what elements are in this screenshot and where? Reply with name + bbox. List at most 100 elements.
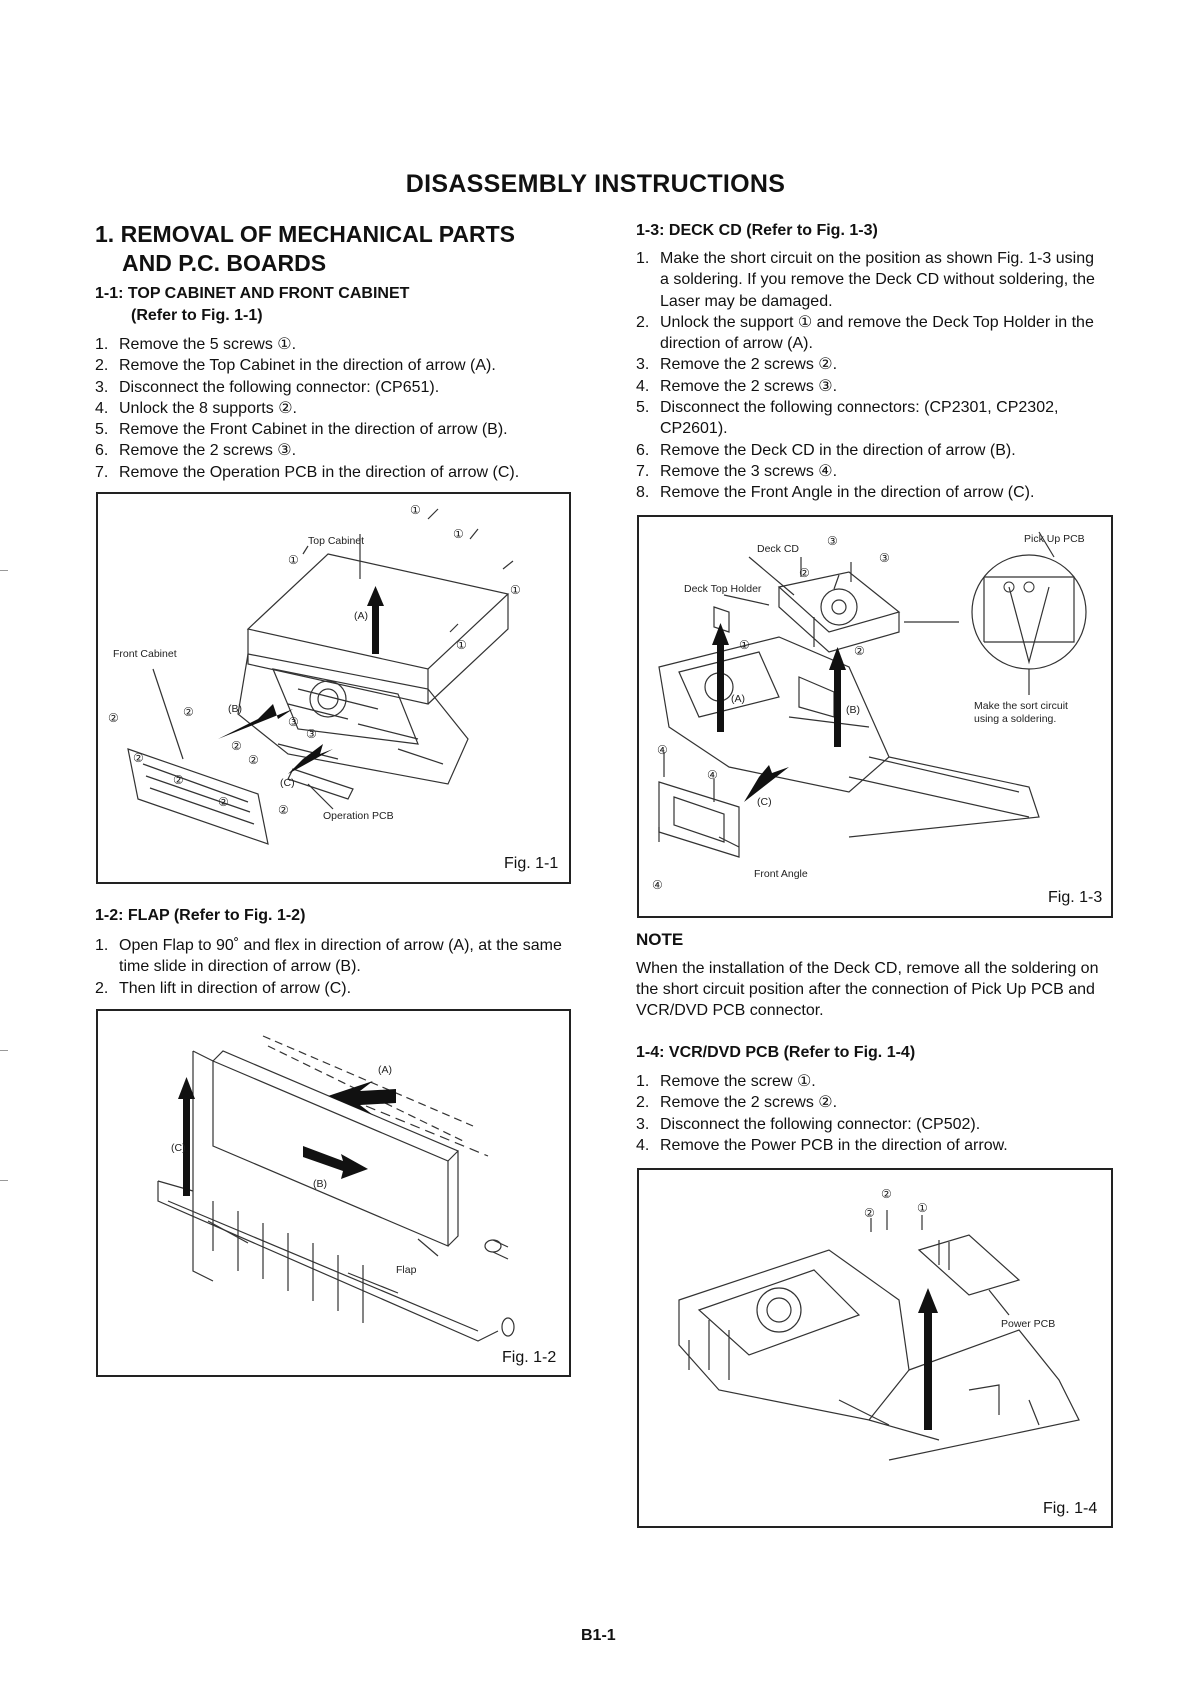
- callout-support-2: ②: [231, 739, 242, 753]
- label-deck-top-holder: Deck Top Holder: [684, 583, 762, 595]
- step-item: 4.Unlock the 8 supports ②.: [95, 399, 297, 417]
- figure-1-2-label: Fig. 1-2: [502, 1349, 557, 1366]
- callout-screw-2: ②: [799, 566, 810, 580]
- step-item: 2.Remove the Top Cabinet in the directio…: [95, 357, 496, 375]
- callout-support-2: ②: [248, 753, 259, 767]
- figure-1-1-drawing: Top Cabinet Front Cabinet Operation PCB …: [108, 503, 521, 845]
- callout-support-2: ②: [133, 751, 144, 765]
- label-arrow-c: (C): [171, 1142, 186, 1154]
- figure-1-1: Top Cabinet Front Cabinet Operation PCB …: [96, 492, 571, 884]
- margin-mark: [0, 1050, 8, 1051]
- section-title-line2: AND P.C. BOARDS: [122, 250, 327, 276]
- label-short-note-line2: using a soldering.: [974, 713, 1056, 725]
- margin-mark: [0, 1180, 8, 1181]
- steps-1-4: 1.Remove the screw ①. 2.Remove the 2 scr…: [636, 1071, 1106, 1156]
- label-arrow-c: (C): [757, 796, 772, 808]
- step-item: 2.Then lift in direction of arrow (C).: [95, 979, 352, 997]
- label-pick-up-pcb: Pick Up PCB: [1024, 533, 1085, 545]
- callout-screw-4: ④: [652, 878, 663, 892]
- section-title-line1: REMOVAL OF MECHANICAL PARTS: [120, 221, 515, 247]
- callout-screw-3: ③: [306, 727, 317, 741]
- callout-support-2: ②: [183, 705, 194, 719]
- section-number: 1.: [95, 221, 115, 247]
- callout-screw-4: ④: [707, 768, 718, 782]
- page-title: DISASSEMBLY INSTRUCTIONS: [405, 170, 786, 198]
- label-top-cabinet: Top Cabinet: [308, 535, 364, 547]
- figure-1-3-label: Fig. 1-3: [1048, 889, 1103, 906]
- callout-screw-4: ④: [657, 743, 668, 757]
- figure-1-4-label: Fig. 1-4: [1043, 1500, 1098, 1517]
- step-item: 6.Remove the Deck CD in the direction of…: [636, 441, 1016, 459]
- label-arrow-b: (B): [313, 1178, 327, 1190]
- step-item: 3.Remove the 2 screws ②.: [636, 356, 838, 374]
- step-item: 1.Open Flap to 90˚ and flex in direction…: [95, 937, 562, 976]
- step-item: 3.Disconnect the following connector: (C…: [636, 1115, 981, 1133]
- page-number: B1-1: [581, 1627, 616, 1644]
- section-heading: 1. REMOVAL OF MECHANICAL PARTS: [95, 219, 515, 249]
- figure-1-4: Power PCB ① ② ② Fig. 1-4: [637, 1168, 1113, 1528]
- step-item: 1.Make the short circuit on the position…: [636, 250, 1095, 310]
- callout-screw-1: ①: [510, 583, 521, 597]
- step-item: 5.Remove the Front Cabinet in the direct…: [95, 421, 508, 439]
- label-operation-pcb: Operation PCB: [323, 810, 394, 822]
- subsection-1-3-heading: 1-3: DECK CD (Refer to Fig. 1-3): [636, 222, 878, 239]
- step-item: 4.Remove the Power PCB in the direction …: [636, 1136, 1008, 1154]
- note-heading: NOTE: [636, 930, 684, 949]
- step-item: 6.Remove the 2 screws ③.: [95, 442, 297, 460]
- callout-screw-1: ①: [456, 638, 467, 652]
- label-short-note-line1: Make the sort circuit: [974, 700, 1068, 712]
- step-item: 7.Remove the 3 screws ④.: [636, 462, 838, 480]
- figure-1-4-drawing: Power PCB ① ② ②: [678, 1187, 1080, 1461]
- step-item: 8.Remove the Front Angle in the directio…: [636, 484, 1035, 502]
- callout-screw-2: ②: [881, 1187, 892, 1201]
- callout-screw-3: ③: [879, 551, 890, 565]
- label-arrow-a: (A): [354, 610, 368, 622]
- label-arrow-a: (A): [378, 1064, 392, 1076]
- callout-screw-3: ③: [827, 534, 838, 548]
- step-item: 4.Remove the 2 screws ③.: [636, 377, 838, 395]
- figure-1-3-drawing: Pick Up PCB Deck CD Deck Top Holder Fron…: [652, 531, 1087, 892]
- figure-1-3: Pick Up PCB Deck CD Deck Top Holder Fron…: [637, 515, 1113, 918]
- callout-screw-2: ②: [854, 644, 865, 658]
- note-text: When the installation of the Deck CD, re…: [636, 960, 1099, 1019]
- callout-screw-1: ①: [453, 527, 464, 541]
- callout-support-1: ①: [739, 638, 750, 652]
- subsection-1-4-heading: 1-4: VCR/DVD PCB (Refer to Fig. 1-4): [636, 1044, 916, 1061]
- callout-support-2: ②: [218, 795, 229, 809]
- label-front-cabinet: Front Cabinet: [113, 648, 177, 660]
- step-item: 3.Disconnect the following connector: (C…: [95, 378, 440, 396]
- callout-screw-1: ①: [288, 553, 299, 567]
- callout-support-2: ②: [108, 711, 119, 725]
- callout-screw-2: ②: [864, 1206, 875, 1220]
- step-item: 2.Remove the 2 screws ②.: [636, 1094, 838, 1112]
- label-arrow-c: (C): [280, 777, 295, 789]
- figure-1-1-label: Fig. 1-1: [504, 855, 559, 872]
- callout-screw-1: ①: [917, 1201, 928, 1215]
- step-item: 1.Remove the 5 screws ①.: [95, 336, 297, 353]
- callout-screw-3: ③: [288, 715, 299, 729]
- subsection-1-1-heading: 1-1: TOP CABINET AND FRONT CABINET: [95, 285, 410, 302]
- subsection-1-1-refer: (Refer to Fig. 1-1): [131, 307, 263, 324]
- figure-1-2: (A) (B) (C) Flap Fig. 1-2: [96, 1009, 571, 1377]
- step-item: 5.Disconnect the following connectors: (…: [636, 399, 1059, 438]
- step-item: 7.Remove the Operation PCB in the direct…: [95, 463, 520, 481]
- figure-1-2-callouts: (A) (B) (C) Flap: [171, 1064, 417, 1276]
- figure-1-1-callouts: Top Cabinet Front Cabinet Operation PCB …: [108, 503, 521, 822]
- step-item: 2.Unlock the support ① and remove the De…: [636, 313, 1094, 353]
- callout-screw-1: ①: [410, 503, 421, 517]
- label-deck-cd: Deck CD: [757, 543, 799, 555]
- subsection-1-2-heading: 1-2: FLAP (Refer to Fig. 1-2): [95, 907, 306, 924]
- label-arrow-b: (B): [228, 703, 242, 715]
- label-front-angle: Front Angle: [754, 868, 808, 880]
- margin-mark: [0, 570, 8, 571]
- callout-support-2: ②: [173, 773, 184, 787]
- callout-support-2: ②: [278, 803, 289, 817]
- label-arrow-b: (B): [846, 704, 860, 716]
- figure-1-3-callouts: Pick Up PCB Deck CD Deck Top Holder Fron…: [652, 533, 1085, 892]
- steps-1-3: 1.Make the short circuit on the position…: [636, 248, 1106, 504]
- label-flap: Flap: [396, 1264, 417, 1276]
- figure-1-2-drawing: (A) (B) (C) Flap: [157, 1035, 515, 1342]
- label-arrow-a: (A): [731, 693, 745, 705]
- steps-1-2: 1.Open Flap to 90˚ and flex in direction…: [95, 935, 565, 999]
- step-item: 1.Remove the screw ①.: [636, 1073, 816, 1090]
